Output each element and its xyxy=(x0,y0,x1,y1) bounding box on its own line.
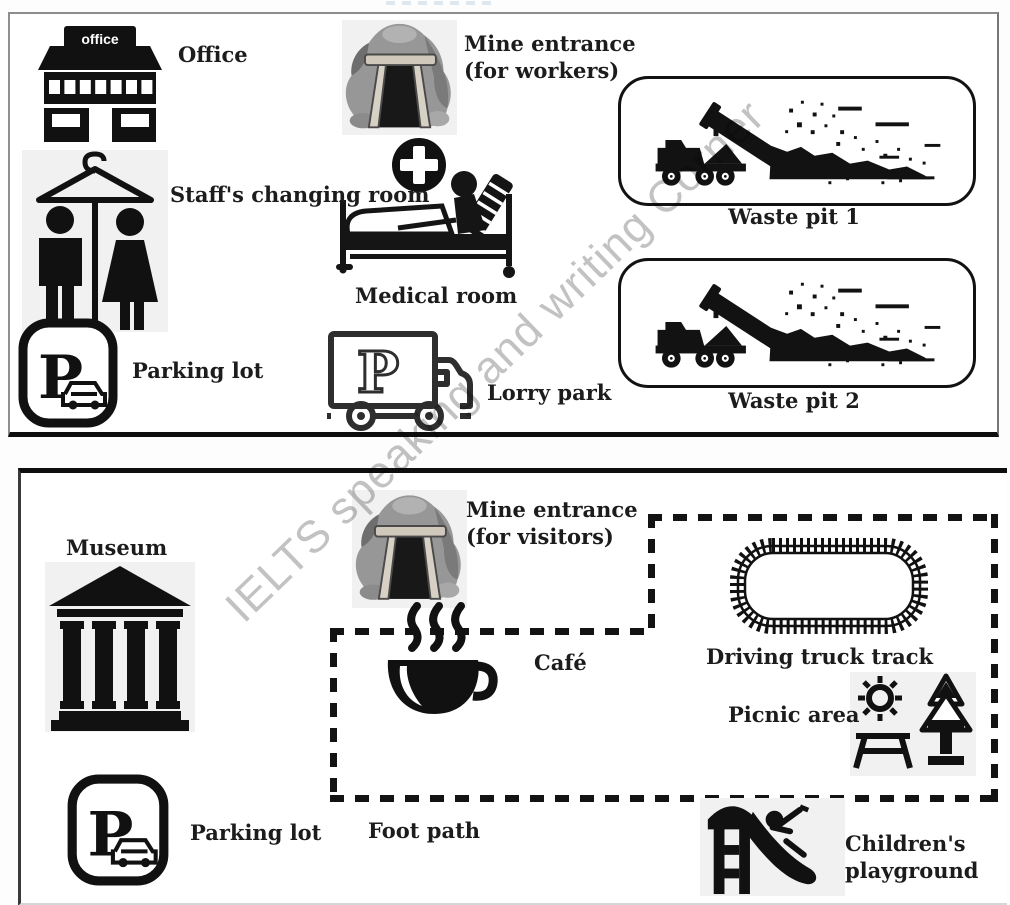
cafe-label: Café xyxy=(534,650,587,675)
dump-truck-icon xyxy=(643,87,948,195)
foot-path-segment-middle xyxy=(330,628,655,635)
mine-entrance-visitors-label: Mine entrance (for visitors) xyxy=(466,497,638,549)
driving-truck-track-icon xyxy=(714,532,942,640)
foot-path-segment-left xyxy=(330,628,337,802)
parking-lot-workers-icon: P xyxy=(18,318,118,428)
cafe-icon xyxy=(378,602,498,742)
medical-cross-icon xyxy=(390,136,448,194)
dump-truck-icon xyxy=(643,269,948,377)
waste-pit-2-label: Waste pit 2 xyxy=(728,388,860,413)
svg-text:office: office xyxy=(81,31,119,47)
top-edge-artifact xyxy=(386,1,498,5)
waste-pit-1-box xyxy=(618,76,976,206)
waste-pit-1-label: Waste pit 1 xyxy=(728,204,860,229)
parking-lot-visitors-icon: P xyxy=(66,774,170,886)
picnic-area-label: Picnic area xyxy=(728,702,860,727)
picnic-area-icon xyxy=(850,672,976,776)
waste-pit-2-box xyxy=(618,258,976,388)
office-building-icon: office xyxy=(34,24,166,144)
museum-label: Museum xyxy=(66,535,168,560)
changing-room-label: Staff's changing room xyxy=(170,182,430,207)
driving-truck-track-label: Driving truck track xyxy=(706,644,934,669)
foot-path-segment-top xyxy=(648,514,998,521)
lorry-park-icon: P xyxy=(325,322,473,434)
parking-lot-visitors-label: Parking lot xyxy=(190,820,322,845)
foot-path-label: Foot path xyxy=(368,818,481,843)
foot-path-segment-right xyxy=(991,514,998,802)
office-label: Office xyxy=(178,42,248,67)
childrens-playground-icon xyxy=(700,798,845,896)
changing-room-icon xyxy=(22,150,168,332)
childrens-playground-label: Children's playground xyxy=(845,831,979,883)
foot-path-segment-bottom xyxy=(330,795,998,802)
mine-entrance-workers-icon xyxy=(342,20,457,135)
medical-room-label: Medical room xyxy=(355,283,518,308)
mine-entrance-visitors-icon xyxy=(352,490,467,608)
lorry-park-label: Lorry park xyxy=(487,380,612,405)
medical-bed-icon xyxy=(336,168,524,286)
museum-icon xyxy=(45,562,195,732)
svg-text:P: P xyxy=(357,340,399,406)
foot-path-segment-step xyxy=(648,514,655,635)
svg-text:P: P xyxy=(87,799,133,870)
mine-entrance-workers-label: Mine entrance (for workers) xyxy=(464,31,636,83)
parking-lot-workers-label: Parking lot xyxy=(132,358,264,383)
